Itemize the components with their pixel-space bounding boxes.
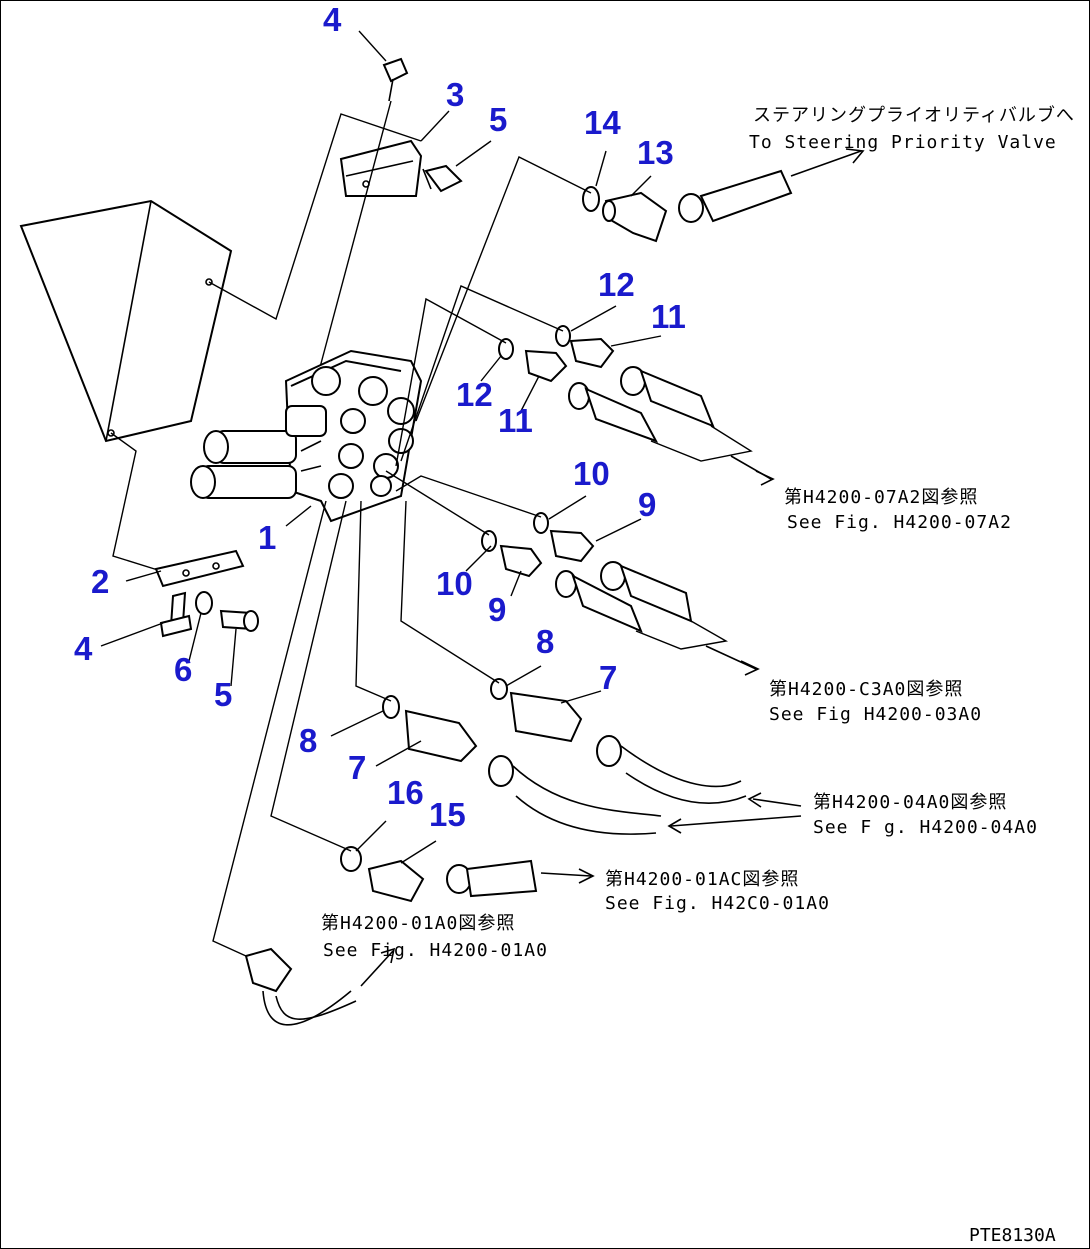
fittings-7-8 (382, 678, 802, 835)
elbow-13 (602, 191, 668, 243)
fittings-15-16 (340, 846, 595, 903)
callout-5-top: 5 (489, 101, 507, 138)
fittings-11-12 (498, 325, 775, 486)
note-steering-en: To Steering Priority Valve (749, 132, 1057, 153)
callout-10-lower: 10 (436, 565, 473, 602)
washer-6 (195, 591, 213, 615)
note-fig01-right-jp: 第H4200-01AC図参照 (605, 869, 799, 890)
note-fig03-jp: 第H4200-C3A0図参照 (769, 679, 963, 700)
callout-8-upper: 8 (536, 623, 554, 660)
callout-3: 3 (446, 76, 464, 113)
bracket-3 (339, 139, 423, 197)
callout-8-lower: 8 (299, 722, 317, 759)
note-fig04-jp: 第H4200-04A0図参照 (813, 792, 1007, 813)
callout-11-upper: 11 (651, 298, 686, 335)
callout-1: 1 (258, 519, 276, 556)
fittings-9-10 (481, 512, 760, 676)
note-fig01-left-jp: 第H4200-01A0図参照 (321, 913, 515, 934)
bolt-4-top (318, 57, 409, 372)
bolt-5-bottom (219, 609, 259, 632)
callout-16: 16 (387, 774, 424, 811)
callout-numbers: 4 3 5 14 13 12 11 12 11 10 9 1 2 10 9 4 … (74, 1, 686, 833)
callout-12-upper: 12 (598, 266, 635, 303)
callout-leaders (100, 30, 662, 864)
callout-6: 6 (174, 651, 192, 688)
note-fig03-en: See Fig H4200-03A0 (769, 704, 982, 725)
note-fig01-right-en: See Fig. H42C0-01A0 (605, 893, 830, 914)
note-fig04-en: See F g. H4200-04A0 (813, 817, 1038, 838)
lower-hose (244, 947, 396, 1026)
hose-to-steering (678, 148, 865, 223)
callout-4-top: 4 (323, 1, 342, 38)
bracket-2 (154, 549, 245, 588)
callout-7-upper: 7 (599, 659, 617, 696)
callout-5-bottom: 5 (214, 676, 232, 713)
callout-11-lower: 11 (498, 402, 533, 439)
drawing-code: PTE8130A (969, 1225, 1056, 1246)
callout-7-lower: 7 (348, 749, 366, 786)
note-fig07-jp: 第H4200-07A2図参照 (784, 487, 978, 508)
callout-10-upper: 10 (573, 455, 610, 492)
callout-12-lower: 12 (456, 376, 493, 413)
control-valve-1 (190, 349, 423, 523)
cover-box (19, 199, 233, 443)
note-steering-jp: ステアリングプライオリティバルブへ (753, 104, 1075, 126)
callout-9-upper: 9 (638, 486, 656, 523)
callout-2: 2 (91, 563, 109, 600)
bolt-5-top (422, 164, 463, 193)
callout-4-bottom: 4 (74, 630, 93, 667)
note-fig07-en: See Fig. H4200-07A2 (787, 512, 1012, 533)
callout-13: 13 (637, 134, 674, 171)
callout-14: 14 (584, 104, 621, 141)
reference-notes: ステアリングプライオリティバルブへ To Steering Priority V… (321, 104, 1075, 961)
note-fig01-left-en: See Fig. H4200-01A0 (323, 940, 548, 961)
o-ring-14 (582, 186, 600, 212)
callout-9-lower: 9 (488, 591, 506, 628)
callout-15: 15 (429, 796, 466, 833)
bolt-4-bottom (159, 591, 193, 638)
